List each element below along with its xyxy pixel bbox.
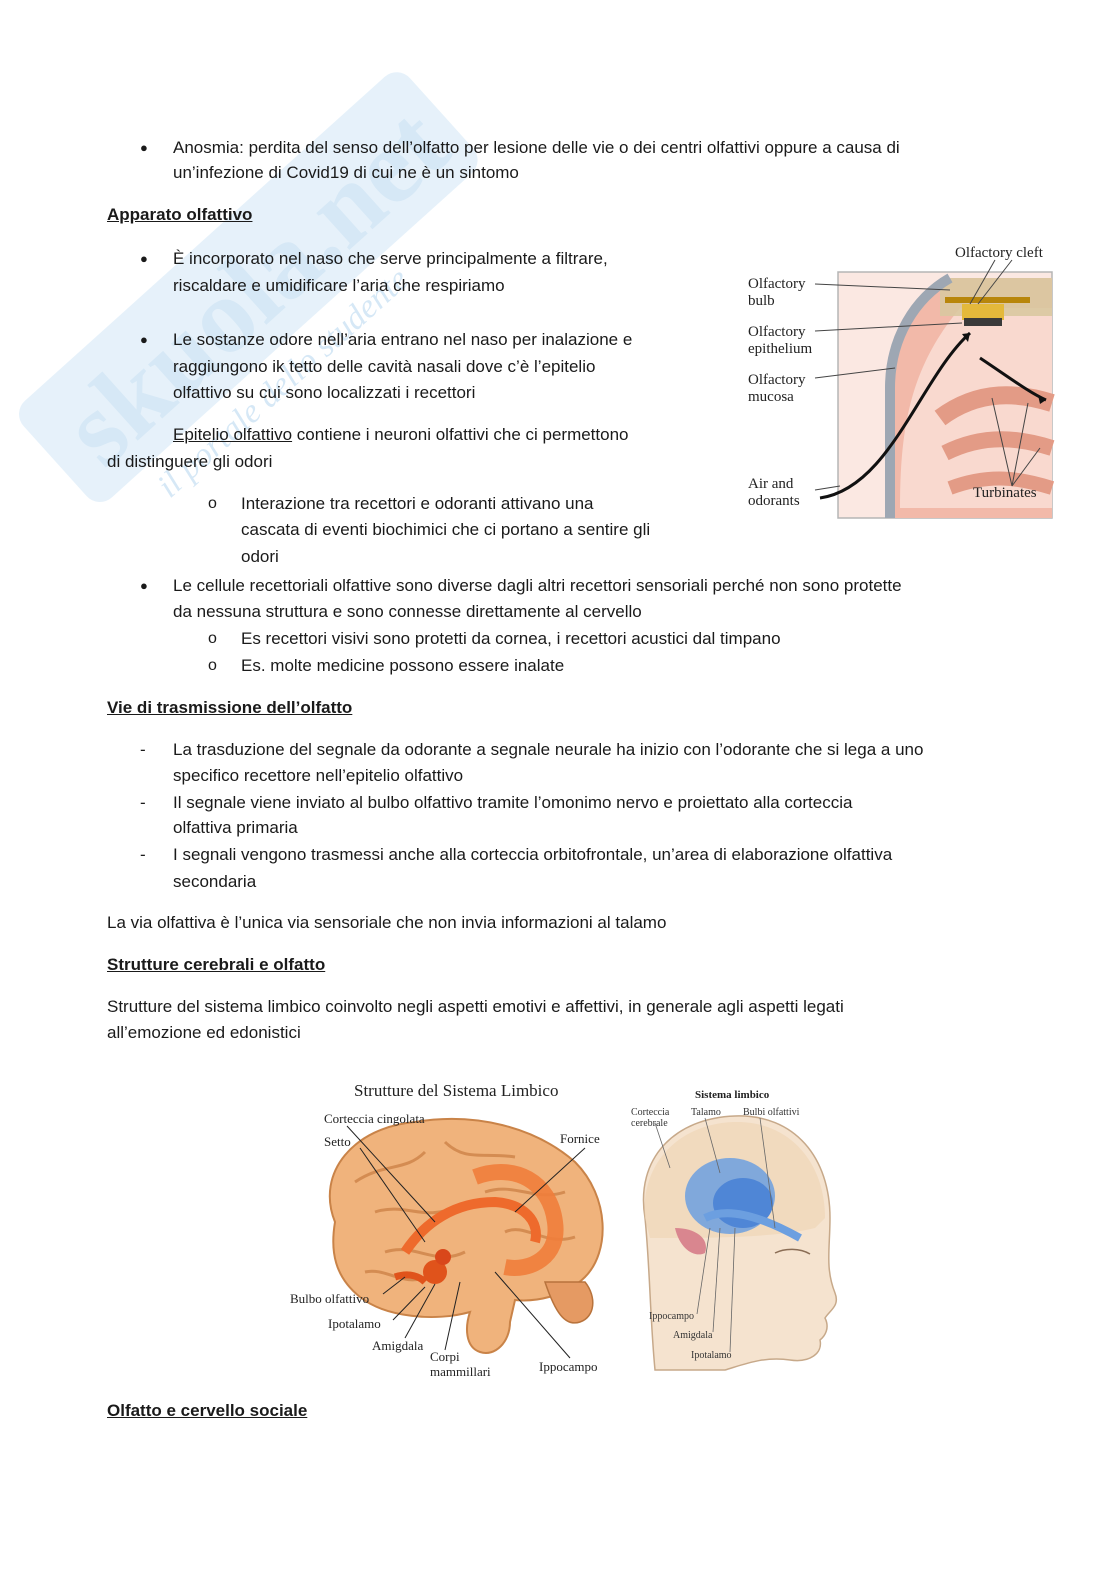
vie-dash1-line1: La trasduzione del segnale da odorante a… <box>173 740 924 759</box>
sub1-line3: odori <box>241 547 279 566</box>
bullet-icon: ● <box>140 578 148 593</box>
label-ippocampo: Ippocampo <box>539 1359 597 1374</box>
apparato-bullet2-line1: Le sostanze odore nell’aria entrano nel … <box>173 330 633 349</box>
sub2-line: Es recettori visivi sono protetti da cor… <box>241 629 781 648</box>
dash-bullet-icon: - <box>140 793 146 812</box>
vie-dash3-line1: I segnali vengono trasmessi anche alla c… <box>173 845 893 864</box>
vie-dash2-line2: olfattiva primaria <box>173 818 298 837</box>
label-fornice: Fornice <box>560 1131 600 1146</box>
label-olfactory-epithelium-1: Olfactory <box>748 324 806 340</box>
label-bulbo-olfattivo: Bulbo olfattivo <box>290 1291 369 1306</box>
apparato-bullet1-line1: È incorporato nel naso che serve princip… <box>173 249 608 268</box>
label-olfactory-bulb-2: bulb <box>748 293 775 309</box>
apparato-bullet3-line2: da nessuna struttura e sono connesse dir… <box>173 602 642 621</box>
limbic-system-figure: Strutture del Sistema Limbico Corteccia … <box>290 1081 604 1379</box>
dash-bullet-icon: - <box>140 845 146 864</box>
epitelio-paragraph-line1: Epitelio olfattivo contiene i neuroni ol… <box>173 424 629 446</box>
vie-dash2-line1: Il segnale viene inviato al bulbo olfatt… <box>173 793 853 812</box>
label-corpi-2: mammillari <box>430 1364 491 1379</box>
circle-bullet-icon: o <box>208 630 217 647</box>
head-label-ippocampo: Ippocampo <box>649 1311 694 1322</box>
bullet-icon: ● <box>140 332 148 347</box>
nasal-cavity-figure: Olfactory cleft Olfactory bulb Olfactory… <box>748 245 1055 519</box>
vie-dash3-line2: secondaria <box>173 872 257 891</box>
label-air-odorants-1: Air and <box>748 476 794 492</box>
sub1-line1: Interazione tra recettori e odoranti att… <box>241 494 594 513</box>
label-amigdala: Amigdala <box>372 1338 423 1353</box>
head-label-bulbi: Bulbi olfattivi <box>743 1107 800 1118</box>
circle-bullet-icon: o <box>208 657 217 674</box>
heading-olfatto-cervello-sociale: Olfatto e cervello sociale <box>107 1401 308 1420</box>
label-turbinates: Turbinates <box>973 485 1037 501</box>
head-label-corteccia-2: cerebrale <box>631 1118 668 1129</box>
head-label-amigdala: Amigdala <box>673 1330 713 1341</box>
dash-bullet-icon: - <box>140 740 146 759</box>
sub1-line2: cascata di eventi biochimici che ci port… <box>241 520 651 539</box>
label-corpi-1: Corpi <box>430 1349 460 1364</box>
limbic-title: Strutture del Sistema Limbico <box>354 1081 558 1100</box>
heading-strutture-cerebrali: Strutture cerebrali e olfatto <box>107 955 326 974</box>
head-label-talamo: Talamo <box>691 1107 721 1118</box>
apparato-bullet2-line3: olfattivo su cui sono localizzati i rece… <box>173 383 476 402</box>
label-corteccia-cingolata: Corteccia cingolata <box>324 1111 425 1126</box>
head-label-corteccia-1: Corteccia <box>631 1107 670 1118</box>
bullet-icon: ● <box>140 140 148 155</box>
label-olfactory-mucosa-2: mucosa <box>748 389 794 405</box>
label-olfactory-epithelium-2: epithelium <box>748 341 812 357</box>
apparato-bullet3-line1: Le cellule recettoriali olfattive sono d… <box>173 576 902 595</box>
bullet-icon: ● <box>140 251 148 266</box>
epitelio-term: Epitelio olfattivo <box>173 425 293 444</box>
sub3-line: Es. molte medicine possono essere inalat… <box>241 656 565 675</box>
strutture-paragraph-line1: Strutture del sistema limbico coinvolto … <box>107 997 844 1016</box>
label-ipotalamo: Ipotalamo <box>328 1316 381 1331</box>
anosmia-text-line2: un’infezione di Covid19 di cui ne è un s… <box>173 163 519 182</box>
apparato-bullet1-line2: riscaldare e umidificare l’aria che resp… <box>173 276 505 295</box>
label-air-odorants-2: odorants <box>748 493 800 509</box>
head-label-ipotalamo: Ipotalamo <box>691 1350 732 1361</box>
heading-apparato-olfattivo: Apparato olfattivo <box>107 205 253 224</box>
anosmia-text-line1: Anosmia: perdita del senso dell’olfatto … <box>173 138 900 157</box>
head-limbic-figure: Sistema limbico Corteccia cerebrale Tala… <box>631 1089 837 1371</box>
vie-dash1-line2: specifico recettore nell’epitelio olfatt… <box>173 766 464 785</box>
heading-vie-trasmissione: Vie di trasmissione dell’olfatto <box>107 698 353 717</box>
vie-note: La via olfattiva è l’unica via sensorial… <box>107 913 667 932</box>
label-olfactory-cleft: Olfactory cleft <box>955 245 1044 261</box>
epitelio-rest: contiene i neuroni olfattivi che ci perm… <box>292 425 629 444</box>
circle-bullet-icon: o <box>208 495 217 512</box>
apparato-bullet2-line2: raggiungono ik tetto delle cavità nasali… <box>173 357 596 376</box>
head-figure-title: Sistema limbico <box>695 1089 770 1101</box>
label-olfactory-bulb-1: Olfactory <box>748 276 806 292</box>
label-olfactory-mucosa-1: Olfactory <box>748 372 806 388</box>
strutture-paragraph-line2: all’emozione ed edonistici <box>107 1023 301 1042</box>
label-setto: Setto <box>324 1134 351 1149</box>
epitelio-paragraph-line2: di distinguere gli odori <box>107 452 273 471</box>
